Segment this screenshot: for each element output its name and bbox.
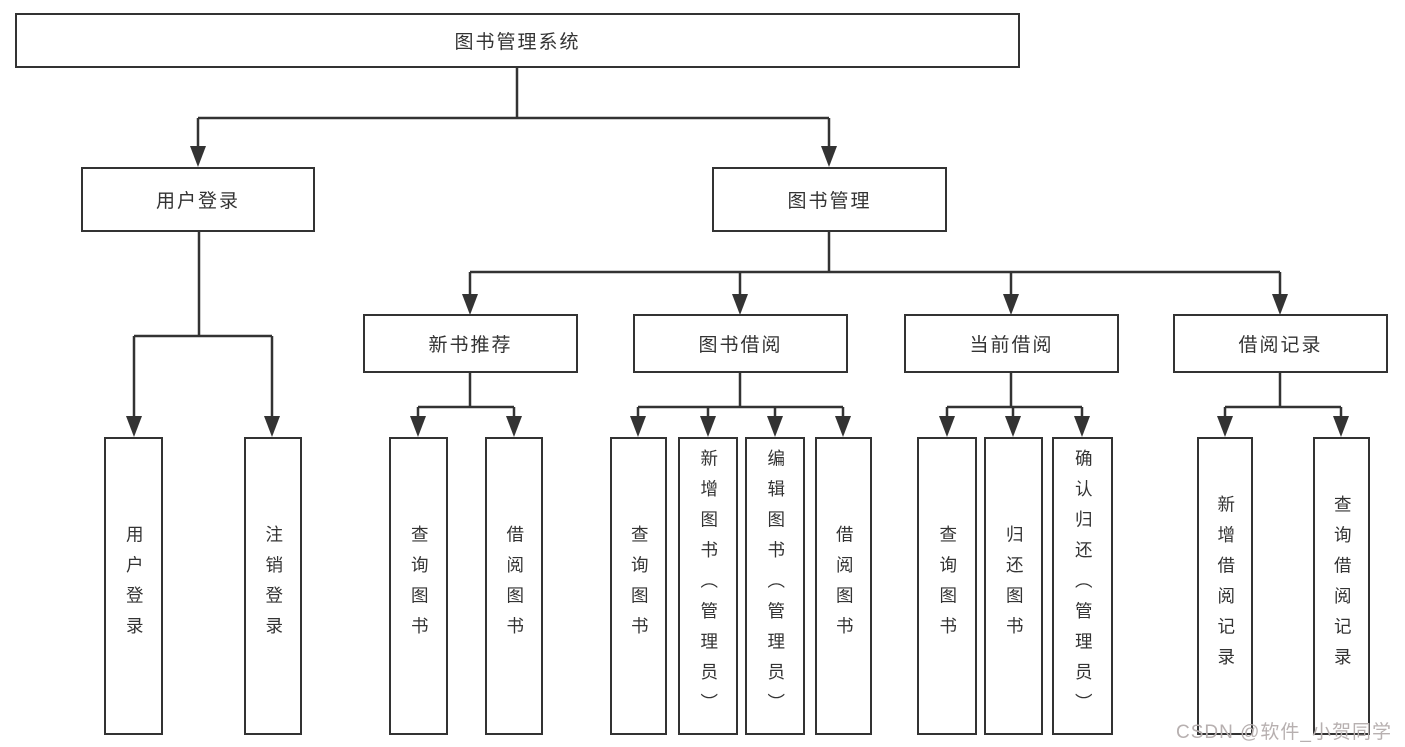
leaf-label: 借阅图书 bbox=[834, 525, 855, 647]
leaf-label: 借阅图书 bbox=[504, 525, 525, 647]
leaf-borrow-books-recommend: 借阅图书 bbox=[485, 437, 543, 735]
node-borrow-records: 借阅记录 bbox=[1173, 314, 1388, 373]
leaf-label: 查询借阅记录 bbox=[1332, 494, 1353, 678]
leaf-label: 新增图书（管理员） bbox=[698, 448, 719, 724]
leaf-label: 注销登录 bbox=[263, 525, 284, 647]
leaf-user-login: 用户登录 bbox=[104, 437, 163, 735]
node-current-borrow: 当前借阅 bbox=[904, 314, 1119, 373]
leaf-logout: 注销登录 bbox=[244, 437, 302, 735]
node-root-system: 图书管理系统 bbox=[15, 13, 1020, 68]
leaf-add-books-admin: 新增图书（管理员） bbox=[678, 437, 738, 735]
leaf-label: 查询图书 bbox=[409, 525, 430, 647]
leaf-add-borrow-record: 新增借阅记录 bbox=[1197, 437, 1253, 735]
leaf-label: 编辑图书（管理员） bbox=[765, 448, 786, 724]
leaf-label: 归还图书 bbox=[1004, 525, 1025, 647]
leaf-query-borrow-record: 查询借阅记录 bbox=[1313, 437, 1370, 735]
leaf-query-books-current: 查询图书 bbox=[917, 437, 977, 735]
node-book-borrow: 图书借阅 bbox=[633, 314, 848, 373]
arrowheads bbox=[126, 146, 1349, 437]
node-book-management-branch: 图书管理 bbox=[712, 167, 947, 232]
leaf-query-books-recommend: 查询图书 bbox=[389, 437, 448, 735]
leaf-label: 查询图书 bbox=[629, 525, 650, 647]
leaf-return-books: 归还图书 bbox=[984, 437, 1043, 735]
leaf-label: 查询图书 bbox=[937, 525, 958, 647]
leaf-label: 新增借阅记录 bbox=[1215, 494, 1236, 678]
leaf-confirm-return-admin: 确认归还（管理员） bbox=[1052, 437, 1113, 735]
node-user-login-branch: 用户登录 bbox=[81, 167, 315, 232]
node-new-book-recommend: 新书推荐 bbox=[363, 314, 578, 373]
leaf-borrow-books: 借阅图书 bbox=[815, 437, 872, 735]
leaf-edit-books-admin: 编辑图书（管理员） bbox=[745, 437, 805, 735]
csdn-watermark: CSDN @软件_小贺同学 bbox=[1176, 722, 1392, 743]
leaf-label: 用户登录 bbox=[124, 525, 145, 647]
leaf-query-books-borrow: 查询图书 bbox=[610, 437, 667, 735]
leaf-label: 确认归还（管理员） bbox=[1073, 448, 1094, 724]
